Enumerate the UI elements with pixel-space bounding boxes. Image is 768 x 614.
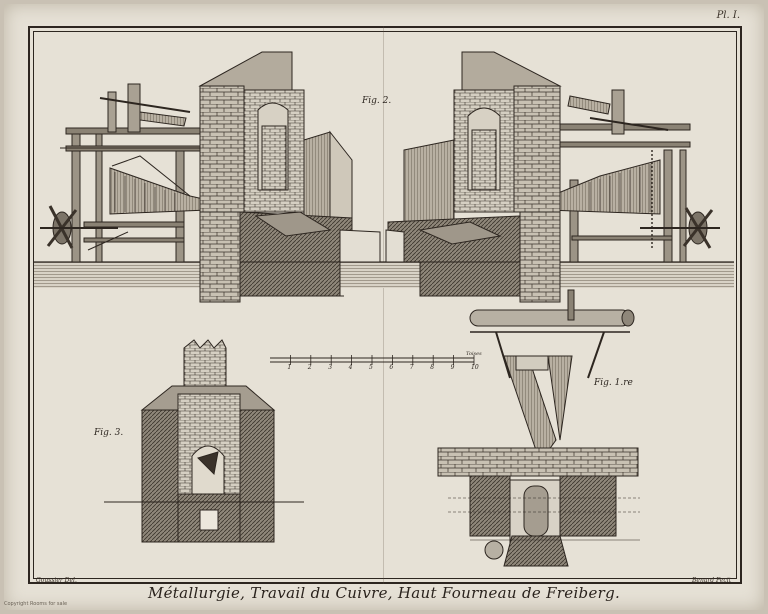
plate-frame — [28, 26, 742, 584]
scale-bar — [270, 355, 475, 365]
scale-number: 2 — [307, 364, 312, 371]
scale-number: 4 — [348, 364, 353, 371]
plate-number: Pl. I. — [716, 10, 740, 21]
center-fold — [383, 26, 384, 584]
scale-number: 7 — [409, 364, 414, 371]
fig1-label: Fig. 1.re — [594, 378, 633, 388]
scale-number: 9 — [450, 364, 455, 371]
left-furnace — [198, 51, 381, 303]
ground-line — [34, 261, 734, 288]
plate-frame-inner — [33, 31, 737, 579]
plate-title: Métallurgie, Travail du Cuivre, Haut Fou… — [147, 584, 621, 602]
scale-number: 6 — [389, 364, 394, 371]
copyright-watermark: Copyright Rooms for sale — [4, 601, 68, 607]
fig3-furnace-front — [104, 339, 304, 543]
scale-number: 1 — [287, 364, 292, 371]
fig1-furnace-plan — [437, 289, 640, 567]
fig3-label: Fig. 3. — [94, 428, 124, 438]
scale-number: 10 — [471, 364, 479, 371]
right-furnace — [385, 51, 562, 303]
engraver-credit: Benard Fecit — [692, 577, 732, 584]
right-bellows-machine — [523, 89, 720, 263]
left-bellows-machine — [40, 83, 237, 263]
fig2-label: Fig. 2. — [362, 96, 392, 106]
draughtsman-credit: Goussier Del. — [36, 577, 77, 584]
scale-number: 3 — [328, 364, 333, 371]
scale-unit-label: Toises — [466, 351, 482, 357]
scale-number: 8 — [430, 364, 435, 371]
scale-number: 5 — [369, 364, 373, 371]
